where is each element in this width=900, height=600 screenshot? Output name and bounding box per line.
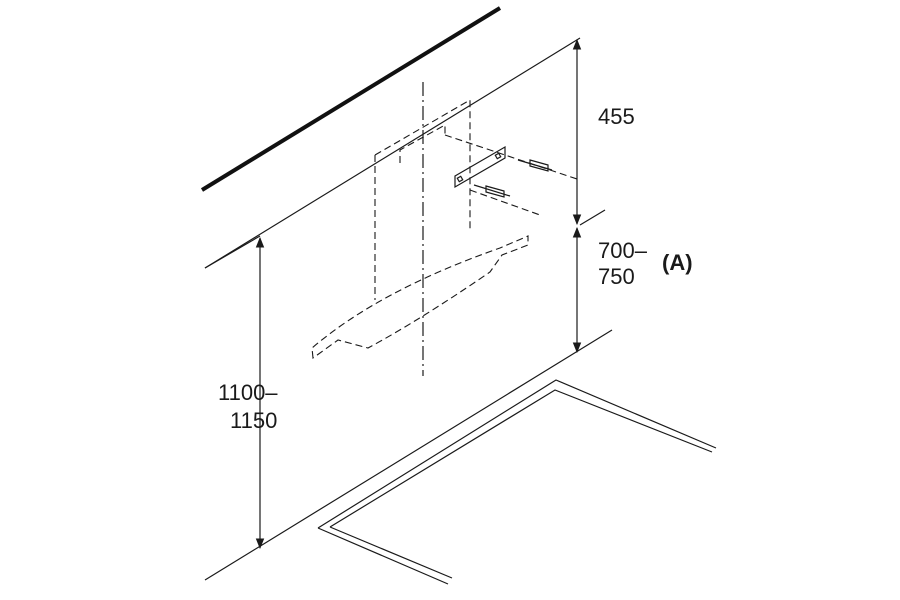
chimney-right-edge [374, 99, 471, 230]
dimension-label-700: 700– [598, 238, 647, 263]
wall-top-line [204, 37, 581, 269]
dimension-label-1100: 1100– [218, 380, 278, 405]
dimension-label-750: 750 [598, 264, 635, 289]
mounting-bracket [454, 145, 506, 189]
ceiling-line [200, 6, 502, 192]
hood-canopy [311, 235, 529, 360]
hob-inner-edge [329, 389, 713, 528]
screw-lower-head [485, 185, 505, 198]
hob-outer-front [317, 527, 449, 585]
dimension-label-455: 455 [598, 104, 635, 129]
hob-outer-edge [317, 379, 717, 529]
hob-inner-front [329, 526, 453, 579]
wall-mid-right [579, 209, 606, 226]
wall-mid-left [204, 235, 261, 269]
screw-axis-dash [469, 189, 541, 216]
footnote-marker-a: (A) [662, 250, 693, 275]
dimension-label-1150: 1150 [230, 408, 278, 433]
bracket-outline [399, 124, 446, 163]
screw-upper [517, 159, 553, 171]
countertop-back-line [204, 329, 613, 581]
screw-upper-head [529, 159, 549, 172]
wall-plane-dash [444, 134, 581, 181]
